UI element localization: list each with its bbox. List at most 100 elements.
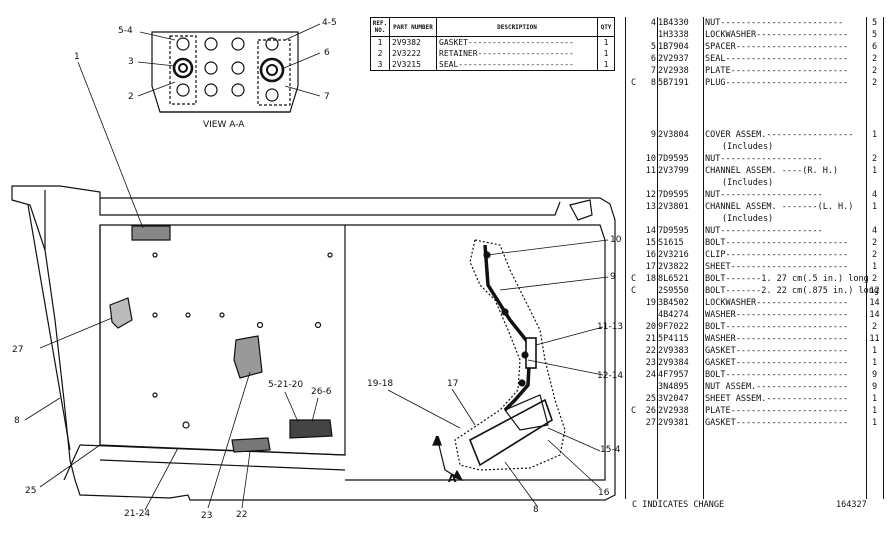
- ref-number: 17: [645, 262, 656, 272]
- part-description: WASHER----------------------: [705, 334, 849, 344]
- section-marker-a-top: A: [433, 434, 442, 447]
- quantity: 5: [871, 30, 878, 40]
- part-description: (Includes): [722, 178, 774, 188]
- part-description: PLATE-----------------------: [705, 66, 849, 76]
- part-number: 2V3799: [658, 166, 689, 176]
- quantity: 1: [871, 262, 878, 272]
- housing-outline: [11, 185, 616, 501]
- part-number: 2V3804: [658, 130, 689, 140]
- quantity: 2: [871, 322, 878, 332]
- list-item: (Includes): [626, 177, 883, 189]
- part-number: 1H3338: [658, 30, 689, 40]
- part-cell: 2V3222: [389, 48, 437, 59]
- quantity: 1: [871, 166, 878, 176]
- part-number: 2V3801: [658, 202, 689, 212]
- callout-15-4: 15-4: [600, 445, 621, 455]
- ref-number: 23: [645, 358, 656, 368]
- ref-number: 25: [645, 394, 656, 404]
- part-description: SHEET ASSEM.----------------: [705, 394, 849, 404]
- quantity: 4: [871, 190, 878, 200]
- qty-cell: 1: [603, 60, 609, 69]
- list-item: 1H3338 LOCKWASHER------------------ 5: [626, 29, 883, 41]
- quantity: 9: [871, 370, 878, 380]
- part-description: NUT--------------------: [705, 154, 823, 164]
- ref-number: 21: [645, 334, 656, 344]
- callout-2: 2: [128, 92, 134, 102]
- part-description: CHANNEL ASSEM. ----(R. H.): [705, 166, 839, 176]
- part-description: BOLT------------------------: [705, 322, 849, 332]
- part-description: LOCKWASHER------------------: [705, 30, 849, 40]
- quantity: 2: [871, 238, 878, 248]
- ref-cell: 3: [371, 59, 390, 70]
- gasket-23: [233, 335, 263, 379]
- part-description: GASKET----------------------: [705, 358, 849, 368]
- part-description: (Includes): [722, 214, 774, 224]
- part-number: 2V9381: [658, 418, 689, 428]
- ref-number: 22: [645, 346, 656, 356]
- part-description: BOLT-------1. 27 cm(.5 in.) long: [705, 274, 869, 284]
- callout-21-24: 21-24: [124, 509, 151, 519]
- ref-number: 19: [645, 298, 656, 308]
- part-description: BOLT-------2. 22 cm(.875 in.) long: [705, 286, 879, 296]
- ref-number: 5: [650, 42, 656, 52]
- plate-22: [231, 437, 271, 453]
- ref-number: 13: [645, 202, 656, 212]
- part-number: 3V2047: [658, 394, 689, 404]
- ref-number: 12: [645, 190, 656, 200]
- quantity: 1: [871, 406, 878, 416]
- quantity: 6: [871, 42, 878, 52]
- quantity: 2: [871, 54, 878, 64]
- qty-cell: 1: [603, 38, 609, 47]
- quantity: 2: [871, 274, 878, 284]
- quantity: 1: [871, 358, 878, 368]
- callout-4-5: 4-5: [322, 18, 337, 28]
- callout-3: 3: [128, 57, 134, 67]
- qty-cell: 1: [603, 49, 609, 58]
- part-number: 5P4115: [658, 334, 689, 344]
- callout-10: 10: [610, 235, 622, 245]
- ref-number: 26: [645, 406, 656, 416]
- callout-22: 22: [236, 510, 248, 520]
- quantity: 2: [871, 78, 878, 88]
- quantity: 1: [871, 346, 878, 356]
- part-description: SEAL------------------------: [705, 54, 849, 64]
- inset-parts-table: REF. NO. PART NUMBER DESCRIPTION QTY 1 2…: [370, 17, 615, 71]
- ref-number: 14: [645, 226, 656, 236]
- quantity: 1: [871, 418, 878, 428]
- ref-number: 4: [650, 18, 656, 28]
- list-item: (Includes): [626, 213, 883, 225]
- part-description: WASHER----------------------: [705, 310, 849, 320]
- callout-27: 27: [12, 345, 24, 355]
- callout-7: 7: [324, 92, 330, 102]
- header-part-number: PART NUMBER: [389, 18, 437, 37]
- part-cell: 2V9382: [389, 36, 437, 48]
- ref-number: 7: [650, 66, 656, 76]
- callout-16: 16: [598, 488, 610, 498]
- part-description: NUT------------------------: [705, 18, 844, 28]
- gasket-1: [131, 225, 171, 241]
- callout-8-right: 8: [533, 505, 539, 515]
- gasket-27: [109, 297, 133, 329]
- part-description: CHANNEL ASSEM. -------(L. H.): [705, 202, 854, 212]
- quantity: 1: [871, 130, 878, 140]
- part-number: 2V9384: [658, 358, 689, 368]
- quantity: 9: [871, 382, 878, 392]
- quantity: 14: [869, 298, 880, 308]
- ref-cell: 1: [371, 36, 390, 48]
- ref-cell: 2: [371, 48, 390, 59]
